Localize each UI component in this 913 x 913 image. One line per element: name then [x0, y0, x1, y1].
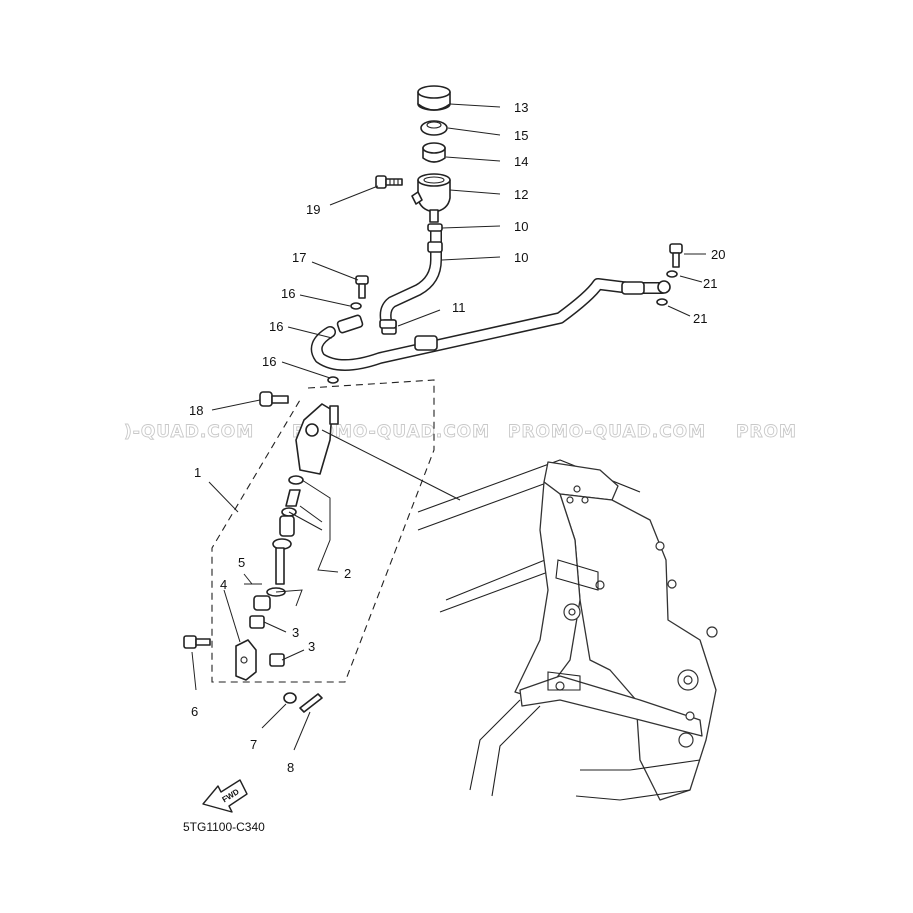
callout-number: 13 — [514, 100, 528, 115]
callout-number: 10 — [514, 250, 528, 265]
assembly-outline — [211, 379, 435, 683]
callout-number: 4 — [220, 577, 227, 592]
forward-arrow-icon: FWD — [202, 779, 248, 813]
callout-number: 10 — [514, 219, 528, 234]
copper-washer — [327, 376, 339, 384]
callout-number: 18 — [189, 403, 203, 418]
callout-number: 11 — [452, 300, 466, 315]
reservoir-bolt — [375, 175, 403, 189]
callout-number: 7 — [250, 737, 257, 752]
callout-number: 3 — [308, 639, 315, 654]
callout-number: 6 — [191, 704, 198, 719]
cotter-pin — [299, 693, 323, 713]
callout-number: 8 — [287, 760, 294, 775]
hose-clamp — [427, 223, 443, 232]
union-bolt — [669, 243, 683, 268]
callout-number: 19 — [306, 202, 320, 217]
watermark-text: PROMO-QUAD.COM — [508, 422, 706, 442]
diaphragm — [420, 120, 448, 136]
callout-number: 16 — [281, 286, 295, 301]
clevis-pin — [183, 635, 211, 649]
reservoir-tank — [411, 173, 451, 223]
cylinder-kit — [253, 475, 304, 611]
diaphragm-holder — [422, 142, 446, 163]
callout-number: 17 — [292, 250, 306, 265]
hex-nut — [269, 653, 285, 667]
copper-washer — [350, 302, 362, 310]
copper-washer — [656, 298, 668, 306]
watermark-text: PROM — [736, 422, 797, 442]
copper-washer — [666, 270, 678, 278]
mounting-bolt — [259, 391, 289, 407]
union-bolt — [355, 275, 369, 299]
callout-number: 14 — [514, 154, 528, 169]
plain-washer — [283, 692, 297, 704]
callout-number: 16 — [269, 319, 283, 334]
callout-number: 20 — [711, 247, 725, 262]
callout-number: 15 — [514, 128, 528, 143]
hex-nut — [249, 615, 265, 629]
watermark: )-QUAD.COM PROMO-QUAD.COM PROMO-QUAD.COM… — [124, 422, 797, 443]
watermark-text: PROMO-QUAD.COM — [292, 422, 490, 442]
callout-numbers: 13 15 14 12 10 10 11 19 17 16 16 16 18 1… — [189, 100, 725, 775]
callout-number: 16 — [262, 354, 276, 369]
callout-number: 1 — [194, 465, 201, 480]
brake-hose — [310, 278, 668, 371]
leader-lines — [191, 103, 706, 751]
master-cylinder — [295, 403, 461, 501]
diagram-code: 5TG1100-C340 — [183, 820, 265, 834]
callout-number: 2 — [344, 566, 351, 581]
hose-clamp — [379, 319, 397, 329]
callout-number: 12 — [514, 187, 528, 202]
watermark-text: )-QUAD.COM — [124, 422, 254, 442]
callout-number: 21 — [693, 311, 707, 326]
reservoir-cap — [417, 85, 451, 111]
callout-number: 5 — [238, 555, 245, 570]
callout-number: 3 — [292, 625, 299, 640]
vehicle-frame — [417, 459, 718, 801]
callout-number: 21 — [703, 276, 717, 291]
